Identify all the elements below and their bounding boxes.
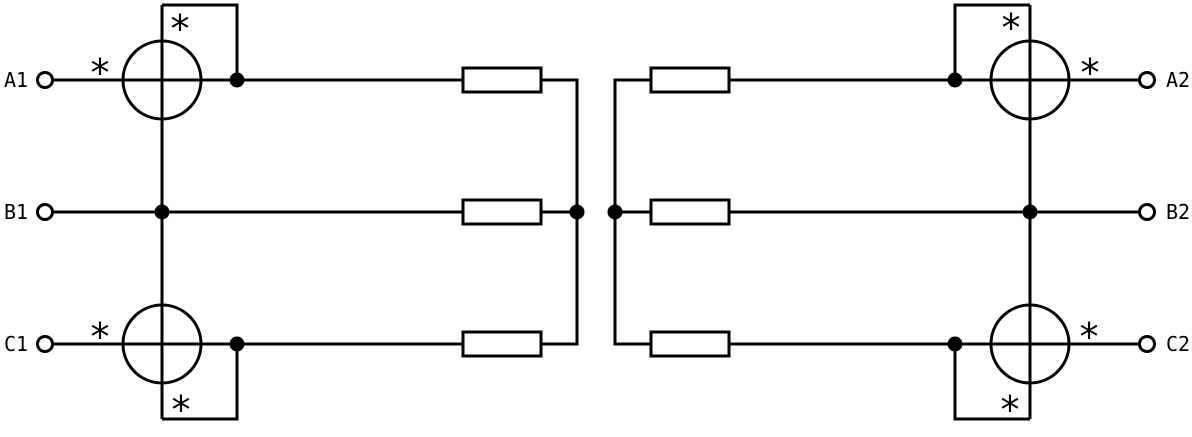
terminal-b2: [1138, 203, 1156, 221]
junction-dot-left-star: [569, 204, 585, 220]
resistor-right-phase-a: [649, 66, 731, 94]
polarity-asterisk-a1-line: *: [91, 51, 110, 95]
polarity-asterisk-c2-loop: *: [1001, 388, 1020, 432]
resistor-left-phase-b: [461, 198, 543, 226]
terminal-label-a1: A1: [4, 68, 28, 92]
junction-dot-a1: [229, 72, 245, 88]
left-top-voltage-loop: [162, 3, 239, 80]
junction-dot-c2: [947, 336, 963, 352]
terminal-a2: [1138, 71, 1156, 89]
polarity-asterisk-a2-line: *: [1081, 51, 1100, 95]
terminal-label-b2: B2: [1166, 200, 1190, 224]
terminal-label-c2: C2: [1166, 332, 1190, 356]
junction-dot-c1: [229, 336, 245, 352]
polarity-asterisk-c1-line: *: [91, 315, 110, 359]
polarity-asterisk-c1-loop: *: [172, 388, 191, 432]
right-bottom-voltage-loop: [953, 344, 1030, 421]
resistor-right-phase-c: [649, 330, 731, 358]
wattmeter-coil-c2-icon: [989, 303, 1071, 385]
terminal-b1: [36, 203, 54, 221]
terminal-label-b1: B1: [4, 200, 28, 224]
polarity-asterisk-a2-loop: *: [1002, 6, 1021, 50]
terminal-label-c1: C1: [4, 332, 28, 356]
resistor-right-phase-b: [649, 198, 731, 226]
resistor-left-phase-c: [461, 330, 543, 358]
wattmeter-coil-a1-icon: [121, 39, 203, 121]
terminal-c1: [36, 335, 54, 353]
wattmeter-coil-c1-icon: [121, 303, 203, 385]
polarity-asterisk-a1-loop: *: [171, 7, 190, 51]
junction-dot-right-star: [607, 204, 623, 220]
polarity-asterisk-c2-line: *: [1080, 315, 1099, 359]
junction-dot-a2: [947, 72, 963, 88]
left-bottom-voltage-loop: [162, 344, 239, 421]
right-top-voltage-loop: [953, 3, 1030, 80]
terminal-label-a2: A2: [1166, 68, 1190, 92]
junction-dot-b1: [154, 204, 170, 220]
junction-dot-b2: [1022, 204, 1038, 220]
resistor-left-phase-a: [461, 66, 543, 94]
wattmeter-coil-a2-icon: [989, 39, 1071, 121]
terminal-c2: [1138, 335, 1156, 353]
terminal-a1: [36, 71, 54, 89]
